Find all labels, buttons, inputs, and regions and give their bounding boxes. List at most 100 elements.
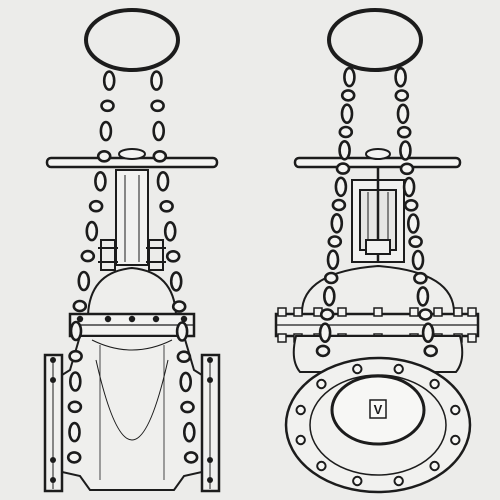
chain-link — [399, 162, 415, 176]
chain-link — [399, 140, 412, 161]
chain-link — [338, 125, 354, 139]
flange-nut — [373, 307, 383, 317]
flange-nut — [277, 307, 287, 317]
flange-bolt-hole — [393, 475, 404, 487]
bonnet — [86, 266, 178, 316]
flange-bolt — [50, 477, 56, 483]
chain-link — [338, 140, 351, 161]
flange-bolt — [50, 457, 56, 463]
chain-link — [152, 150, 168, 163]
flange-nut — [467, 307, 477, 317]
chain-link — [67, 400, 83, 414]
flange-nut — [293, 307, 303, 317]
flange-nut — [409, 307, 419, 317]
chain-link — [169, 271, 183, 292]
chain-link — [163, 221, 177, 242]
bonnet-bolt — [76, 315, 84, 323]
body-marking — [369, 399, 387, 419]
chain-link — [183, 451, 199, 464]
chain-link — [179, 371, 192, 393]
side-view — [43, 8, 221, 493]
flange-bolt-hole — [295, 404, 306, 416]
chain-link — [183, 421, 196, 443]
flange-bolt-hole — [295, 434, 306, 446]
chain-link — [159, 200, 174, 213]
chain-link — [340, 103, 354, 124]
lifting-ring — [84, 8, 180, 72]
front-view: V — [274, 8, 480, 494]
chain-link — [68, 349, 83, 363]
chain-link — [150, 99, 165, 113]
bonnet-bolt — [104, 315, 112, 323]
chain-link — [150, 70, 163, 91]
chain-link — [68, 421, 81, 443]
chain-link — [69, 320, 83, 342]
chain-link — [315, 344, 331, 358]
chain-link — [403, 199, 419, 212]
chain-link — [394, 66, 407, 88]
bonnet-bolt — [128, 315, 136, 323]
flange-bolt — [207, 457, 213, 463]
flange-nut — [433, 307, 443, 317]
chain-link — [66, 451, 82, 464]
chain-link — [72, 299, 88, 313]
chain-link — [326, 249, 340, 271]
chain-link — [85, 220, 99, 242]
flange-bolt-hole — [316, 378, 327, 390]
chain-link — [334, 176, 348, 198]
flange-bolt — [50, 377, 56, 383]
chain-link — [418, 308, 433, 321]
chain-link — [171, 300, 187, 313]
chain-link — [396, 103, 410, 125]
chain-link — [94, 171, 107, 192]
flange-bolt-hole — [450, 404, 461, 416]
chain-link — [323, 271, 339, 285]
flange-bolt-hole — [352, 475, 363, 487]
chain-link — [406, 213, 420, 234]
valve-body — [292, 335, 464, 373]
chain-link — [69, 371, 82, 392]
stem-yoke — [115, 169, 149, 266]
chain-link — [330, 213, 344, 234]
body-letter: V — [374, 402, 383, 417]
gland-bolt-right — [148, 239, 164, 271]
chain-link — [99, 120, 113, 142]
chain-link — [102, 70, 116, 91]
chain-left — [315, 66, 356, 358]
chain-link — [335, 162, 351, 175]
chain-link — [80, 249, 96, 263]
chain-link — [340, 89, 356, 102]
chain-link — [165, 249, 181, 263]
flange-bolt — [207, 377, 213, 383]
chain-link — [416, 286, 430, 307]
flange-nut — [453, 307, 463, 317]
flange-bolt — [207, 477, 213, 483]
handwheel-nut — [118, 148, 146, 160]
flange-bolt-hole — [352, 363, 363, 375]
flange-bolt-hole — [450, 434, 461, 446]
chain-left — [66, 70, 116, 464]
chain-link — [322, 285, 336, 307]
flange-bolt-hole — [316, 460, 327, 472]
chain-link — [180, 400, 195, 414]
chain-link — [175, 321, 189, 342]
flange-bolt-hole — [429, 378, 440, 390]
chain-link — [96, 150, 112, 163]
flange-nut — [467, 333, 477, 343]
chain-link — [88, 199, 104, 213]
chain-link — [408, 235, 423, 248]
chain-right — [394, 66, 439, 358]
handwheel-nut — [365, 148, 391, 160]
bonnet-bolt — [152, 315, 160, 323]
chain-link — [156, 171, 170, 192]
chain-right — [150, 70, 199, 464]
lifting-ring — [327, 8, 423, 72]
chain-link — [423, 344, 439, 358]
flange-bolt-hole — [429, 460, 440, 472]
chain-link — [319, 308, 335, 321]
chain-link — [421, 322, 435, 344]
chain-link — [176, 350, 192, 364]
chain-link — [413, 271, 428, 285]
chain-link — [77, 270, 91, 292]
flange-bolt — [207, 357, 213, 363]
